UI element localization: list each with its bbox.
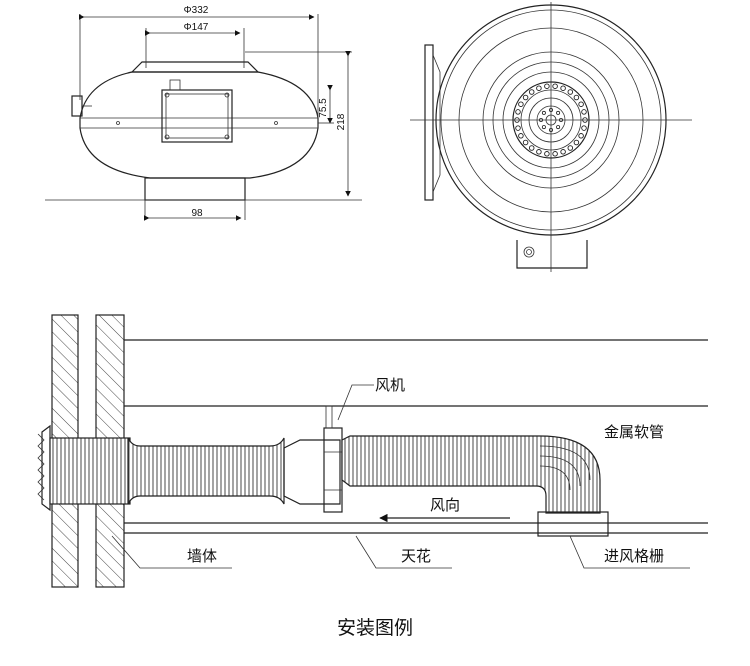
- diagram-caption: 安装图例: [337, 617, 413, 639]
- vent-hole: [567, 145, 574, 151]
- vent-hole: [528, 145, 535, 151]
- hub-hole: [556, 125, 561, 130]
- vent-hole: [528, 89, 535, 95]
- vent-holes: [514, 83, 588, 157]
- vent-hole: [552, 151, 558, 157]
- fan-body: [283, 405, 343, 513]
- label-ceiling: 天花: [401, 547, 431, 565]
- vent-hole: [536, 149, 542, 155]
- hub-hole: [541, 125, 546, 130]
- vent-hole: [544, 83, 550, 89]
- dim-height-total: 218: [336, 113, 347, 130]
- vent-hole: [522, 94, 529, 101]
- intake-grille: [537, 511, 609, 537]
- metal-hose-left: [127, 437, 285, 505]
- vent-hole: [581, 125, 587, 131]
- label-metal-hose: 金属软管: [604, 423, 664, 441]
- vent-hole: [573, 139, 580, 146]
- vent-hole: [552, 83, 558, 89]
- fan-side-view: [410, 2, 692, 272]
- vent-hole: [544, 151, 550, 157]
- dim-inner-diameter: Φ147: [184, 22, 209, 33]
- vent-hole: [560, 85, 566, 91]
- vent-hole: [573, 94, 580, 101]
- dim-height-small: 75.5: [318, 98, 329, 118]
- vent-hole: [581, 109, 587, 115]
- dim-outer-diameter: Φ332: [184, 5, 209, 16]
- fan-front-view: Φ332 Φ147 75.5 218 98: [45, 5, 362, 221]
- metal-hose-right: [341, 435, 601, 514]
- hub-hole: [556, 110, 561, 115]
- vent-hole: [518, 101, 524, 107]
- vent-hole: [522, 139, 529, 146]
- hub-hole: [541, 110, 546, 115]
- dim-outlet-width: 98: [191, 208, 203, 219]
- vent-hole: [578, 133, 584, 139]
- vent-hole: [536, 85, 542, 91]
- vent-hole: [560, 149, 566, 155]
- label-fan: 风机: [375, 376, 405, 394]
- installation-view: 风机 金属软管 风向 墙体 天花 进风格栅: [37, 314, 708, 588]
- label-wall: 墙体: [187, 547, 217, 565]
- vent-hole: [518, 133, 524, 139]
- vent-hole: [567, 89, 574, 95]
- vent-hole: [515, 125, 521, 131]
- label-airflow: 风向: [430, 496, 460, 514]
- vent-hole: [515, 109, 521, 115]
- label-intake-grille: 进风格栅: [604, 547, 664, 565]
- vent-hole: [578, 101, 584, 107]
- metal-hose-through-wall: [49, 437, 131, 505]
